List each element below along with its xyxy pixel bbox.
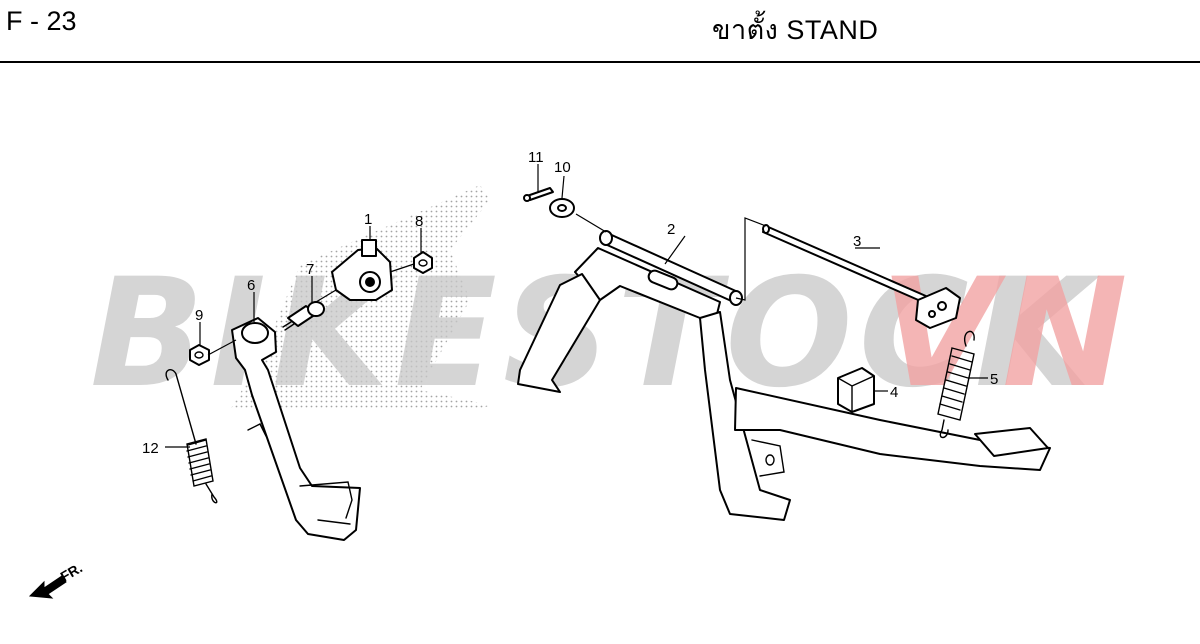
leader-lines — [165, 164, 988, 448]
part-5-main-stand-spring — [937, 330, 975, 439]
page-code: F - 23 — [6, 6, 77, 36]
callout-1: 1 — [364, 211, 372, 228]
callout-7: 7 — [306, 261, 314, 278]
part-8-nut — [413, 251, 433, 274]
callout-6: 6 — [247, 277, 255, 294]
callout-4: 4 — [890, 384, 898, 401]
front-arrow-icon — [28, 575, 67, 599]
page-title: ขาตั้ง STAND — [712, 15, 879, 45]
callout-3: 3 — [853, 233, 861, 250]
callout-11: 11 — [528, 149, 544, 166]
callout-9: 9 — [195, 307, 203, 324]
part-4-stopper-rubber — [837, 367, 875, 413]
header-divider — [0, 61, 1200, 63]
callout-12: 12 — [142, 440, 159, 457]
part-2-main-stand — [517, 230, 1051, 521]
callout-10: 10 — [554, 159, 571, 176]
front-direction-indicator: FR. — [28, 559, 85, 599]
callout-8: 8 — [415, 213, 423, 230]
part-1-side-stand-switch — [331, 239, 393, 301]
part-7-pivot-bolt — [282, 301, 325, 331]
part-3-pivot-shaft — [762, 224, 961, 329]
part-10-washer — [549, 198, 575, 218]
callout-5: 5 — [990, 371, 998, 388]
part-9-nut — [189, 344, 210, 366]
part-11-cotter-pin — [523, 187, 554, 202]
part-6-side-stand — [231, 317, 361, 541]
callout-2: 2 — [667, 221, 675, 238]
part-12-side-stand-spring — [165, 369, 218, 504]
watermark-red: VN — [880, 247, 1134, 421]
